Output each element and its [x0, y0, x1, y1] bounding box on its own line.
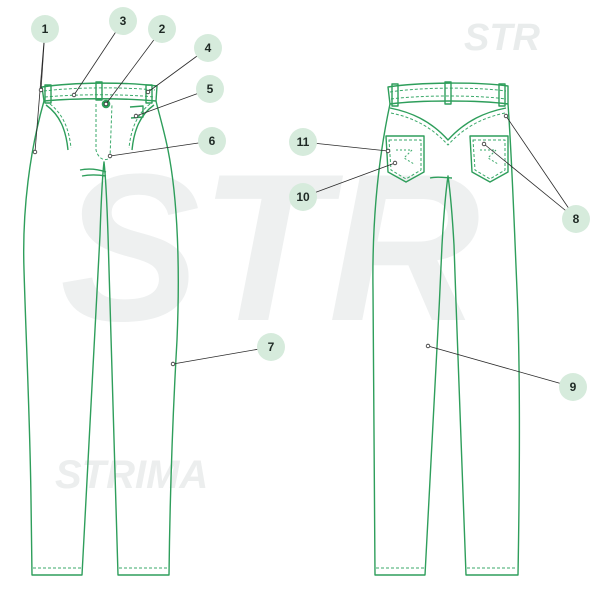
- callout-4-label: 4: [205, 41, 212, 55]
- back-center-tack: [429, 176, 453, 179]
- leader-11: [302, 141, 389, 152]
- callout-11: 11: [289, 128, 317, 156]
- callout-5: 5: [196, 75, 224, 103]
- leader-7: [172, 346, 272, 365]
- callout-10-label: 10: [296, 190, 310, 204]
- back-pocket-left-decoration: [396, 149, 415, 165]
- callout-5-label: 5: [207, 82, 214, 96]
- back-yoke-stitch: [390, 112, 506, 146]
- back-view: [372, 81, 521, 576]
- leader-endpoints: [32, 87, 509, 367]
- back-trouser-outline: [372, 103, 521, 576]
- front-crotch-tack: [79, 168, 107, 177]
- leader-8a: [505, 115, 577, 220]
- callout-8-label: 8: [573, 212, 580, 226]
- back-waistband-stitch: [389, 87, 507, 100]
- back-pocket-right-decoration: [480, 149, 499, 165]
- front-pocket-right-stitch: [128, 103, 151, 149]
- callout-3-label: 3: [120, 14, 127, 28]
- back-belt-loop-center: [444, 81, 452, 105]
- callout-10: 10: [289, 183, 317, 211]
- callout-badges: 1 2 3 4 5 6 7 8: [31, 7, 590, 401]
- callout-7-label: 7: [268, 340, 275, 354]
- watermark-small-mid: STRIMA: [55, 453, 208, 497]
- leader-6: [109, 140, 213, 157]
- callout-2: 2: [148, 15, 176, 43]
- front-belt-loop-right: [145, 84, 153, 104]
- leader-3: [73, 20, 124, 96]
- back-yoke: [389, 107, 507, 141]
- back-belt-loop-left: [391, 83, 399, 107]
- watermark-big-back: STR: [60, 130, 480, 365]
- back-belt-loop-right: [498, 83, 506, 107]
- back-pocket-right-stitch: [472, 139, 506, 180]
- callout-7: 7: [257, 333, 285, 361]
- callout-9-label: 9: [570, 380, 577, 394]
- leader-10: [302, 162, 396, 198]
- callout-4: 4: [194, 34, 222, 62]
- front-pocket-left-stitch: [49, 103, 72, 149]
- callout-6: 6: [198, 127, 226, 155]
- watermark-small-top: STR: [464, 17, 541, 59]
- callout-9: 9: [559, 373, 587, 401]
- front-belt-loop-left: [44, 84, 52, 104]
- leader-9: [427, 345, 574, 388]
- back-pocket-right: [469, 135, 509, 183]
- leader-8b: [483, 143, 577, 220]
- callout-1: 1: [31, 15, 59, 43]
- front-trouser-outline: [23, 100, 179, 576]
- front-pocket-right: [131, 104, 155, 151]
- callout-1-label: 1: [42, 22, 49, 36]
- callout-11-label: 11: [297, 135, 310, 149]
- callout-6-label: 6: [209, 134, 216, 148]
- callout-2-label: 2: [159, 22, 166, 36]
- front-pocket-left: [45, 104, 69, 151]
- front-waistband: [41, 82, 158, 102]
- leader-2: [105, 28, 163, 105]
- callout-8: 8: [562, 205, 590, 233]
- watermark-layer: STR STR STRIMA: [55, 17, 541, 497]
- callout-3: 3: [109, 7, 137, 35]
- back-waistband: [387, 82, 509, 105]
- front-belt-loop-center: [95, 81, 103, 101]
- front-waistband-stitch: [43, 87, 156, 98]
